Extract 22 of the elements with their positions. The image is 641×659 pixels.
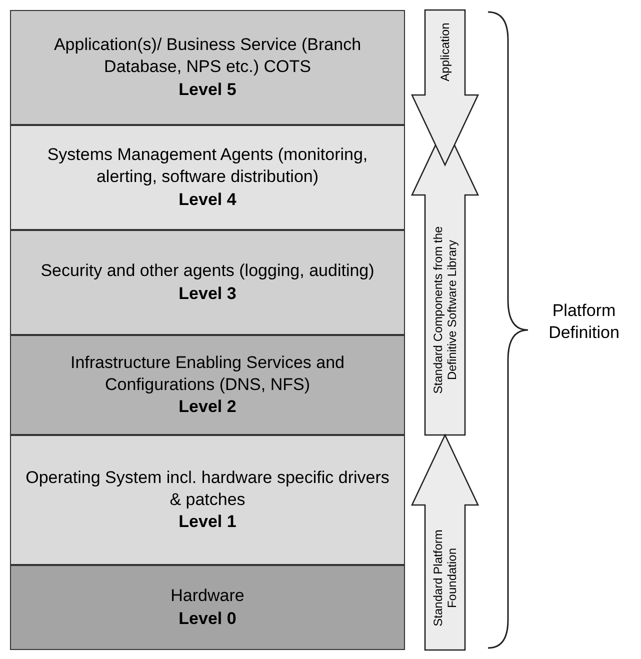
level-label: Level 4 [178, 188, 236, 211]
level-label: Level 2 [178, 396, 236, 418]
layer-box [10, 335, 405, 435]
layer-box [10, 435, 405, 565]
layer-box [10, 10, 405, 125]
layer-description: Security and other agents (logging, auditing) [40, 260, 376, 282]
arrow-label: Application [438, 22, 452, 82]
layer-description: Application(s)/ Business Service (Branch Database, NPS etc.) COTS [52, 34, 362, 78]
arrow-label: Standard Components from the Definitive Software Library [430, 225, 460, 396]
layer-description: Hardware [170, 585, 246, 608]
layer-box [10, 230, 405, 335]
level-label: Level 0 [178, 608, 236, 630]
layer-description: Operating System incl. hardware specific drivers & patches [24, 466, 390, 511]
level-label: Level 5 [178, 78, 236, 101]
bracket-label: Platform Definition [548, 300, 620, 344]
layer-description: Infrastructure Enabling Services and Configurations (DNS, NFS) [69, 352, 346, 396]
level-label: Level 1 [178, 511, 236, 534]
layer-box [10, 565, 405, 650]
layer-box [10, 125, 405, 230]
level-label: Level 3 [178, 282, 236, 304]
layer-description: Systems Management Agents (monitoring, alerting, software distribution) [46, 144, 369, 188]
arrow-label: Standard Platform Foundation [430, 528, 460, 628]
